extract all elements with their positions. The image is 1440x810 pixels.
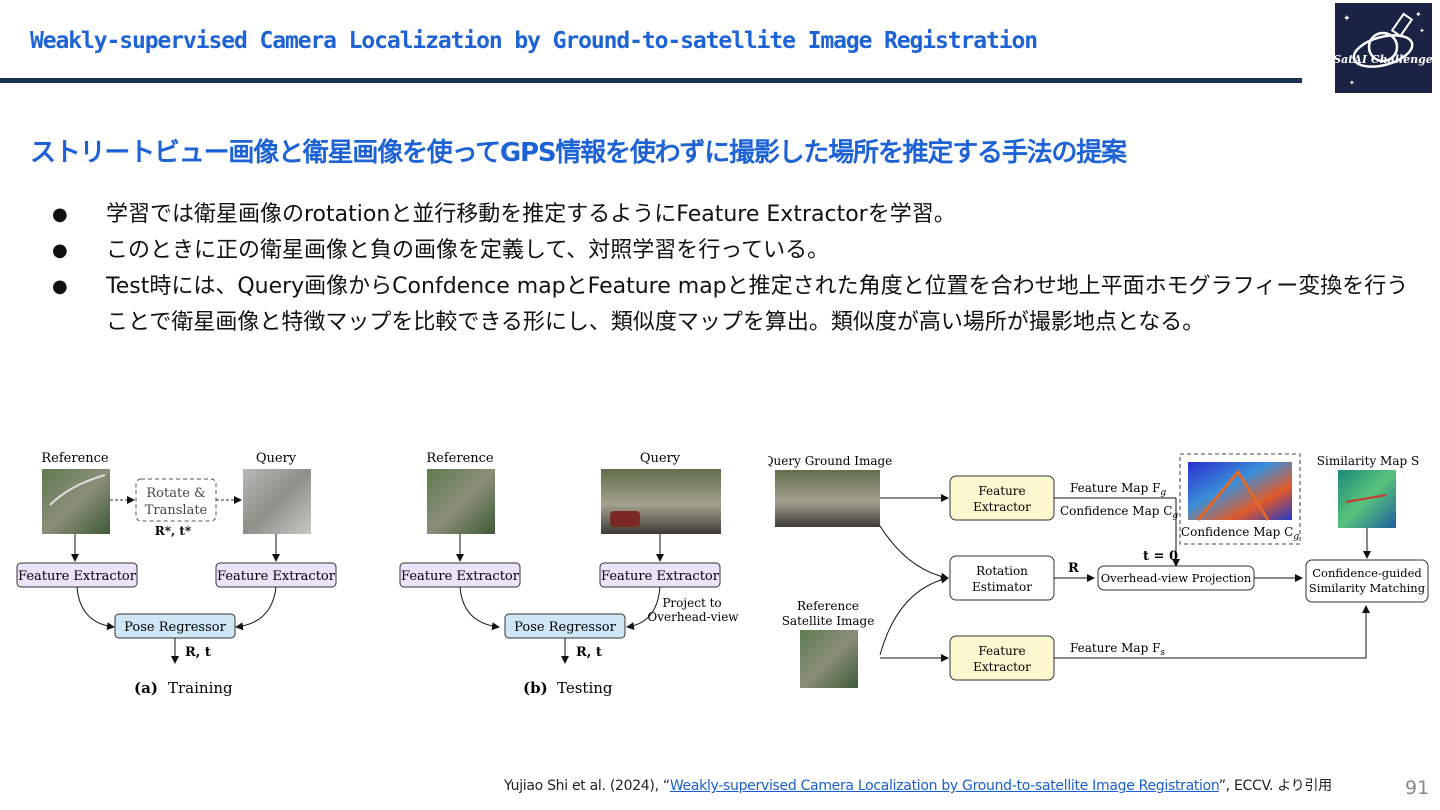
confidence-map-cg-label: Confidence Map Cg xyxy=(1060,504,1178,521)
bullet-dot: ● xyxy=(52,240,68,261)
query-aerial-image xyxy=(243,469,311,534)
bullet-item: ● Test時には、Query画像からConfdence mapとFeature … xyxy=(52,269,1412,341)
similarity-matching-label: Confidence-guided xyxy=(1312,566,1422,580)
overhead-view-label: Overhead-view xyxy=(647,610,739,624)
bullet-dot: ● xyxy=(52,204,68,225)
overhead-projection-label: Overhead-view Projection xyxy=(1101,571,1252,585)
svg-text:✦: ✦ xyxy=(1419,27,1425,35)
bullet-list: ● 学習では衛星画像のrotationと並行移動を推定するようにFeature E… xyxy=(52,197,1412,341)
satai-challenge-logo: ✦ ✦ ✦ ✦ SatAI Challenge xyxy=(1333,3,1433,93)
feature-extractor-label: Extractor xyxy=(973,660,1031,674)
label-reference: Reference xyxy=(797,599,859,613)
figure-training: Reference Query Rotate & Translate R*, t… xyxy=(16,451,337,697)
reference-satellite-image xyxy=(800,630,858,688)
page-number: 91 xyxy=(1405,777,1430,799)
rotate-label: Rotate & xyxy=(146,486,205,501)
reference-aerial-image xyxy=(427,469,495,534)
label-satellite-image: Satellite Image xyxy=(782,614,875,628)
feature-extractor-label: Feature Extractor xyxy=(401,569,520,584)
translate-label: Translate xyxy=(145,503,208,518)
feature-extractor-label: Feature xyxy=(978,644,1025,658)
rotation-estimator-label: Rotation xyxy=(976,564,1028,578)
similarity-matching-label: Similarity Matching xyxy=(1309,581,1426,595)
feature-extractor-label: Feature Extractor xyxy=(18,569,137,584)
caption-testing: Testing xyxy=(557,679,613,697)
bullet-text: 学習では衛星画像のrotationと並行移動を推定するようにFeature Ex… xyxy=(106,202,956,227)
output-rt-label: R, t xyxy=(185,645,211,660)
reference-aerial-image xyxy=(42,469,110,534)
bullet-item: ● このときに正の衛星画像と負の画像を定義して、対照学習を行っている。 xyxy=(52,233,1412,269)
title-divider xyxy=(0,78,1302,83)
slide-title: Weakly-supervised Camera Localization by… xyxy=(30,28,1038,54)
pose-regressor-label: Pose Regressor xyxy=(514,620,616,635)
pose-regressor-label: Pose Regressor xyxy=(124,620,226,635)
label-query: Query xyxy=(640,451,681,466)
project-label: Project to xyxy=(662,596,721,610)
feature-extractor-label: Feature xyxy=(978,484,1025,498)
citation-prefix: Yujiao Shi et al. (2024), “ xyxy=(504,778,670,794)
satellite-logo-icon: ✦ ✦ ✦ ✦ SatAI Challenge xyxy=(1333,10,1433,87)
label-query: Query xyxy=(256,451,297,466)
label-reference: Reference xyxy=(41,451,109,466)
caption-tag: (b) xyxy=(523,679,548,697)
similarity-matching-box xyxy=(1305,559,1429,603)
caption-training: Training xyxy=(168,679,233,697)
figure-testing: Reference Query Feature Extractor Featur… xyxy=(399,451,739,697)
label-reference: Reference xyxy=(426,451,494,466)
paper-link[interactable]: Weakly-supervised Camera Localization by… xyxy=(669,778,1219,794)
slide-subtitle: ストリートビュー画像と衛星画像を使ってGPS情報を使わずに撮影した場所を推定する… xyxy=(30,138,1127,168)
bullet-item: ● 学習では衛星画像のrotationと並行移動を推定するようにFeature E… xyxy=(52,197,1412,233)
citation: Yujiao Shi et al. (2024), “Weakly-superv… xyxy=(504,775,1332,795)
feature-map-fg-label: Feature Map Fg xyxy=(1070,481,1166,498)
figure-pipeline: Query Ground Image Reference Satellite I… xyxy=(768,453,1429,688)
label-query-ground-image: Query Ground Image xyxy=(768,454,892,468)
svg-text:✦: ✦ xyxy=(1415,10,1422,19)
confidence-map-panel xyxy=(1179,453,1301,545)
svg-text:✦: ✦ xyxy=(1343,14,1351,24)
feature-extractor-label: Feature Extractor xyxy=(601,569,720,584)
confidence-map-caption: Confidence Map Cg xyxy=(1181,525,1299,542)
rotation-r-label: R xyxy=(1068,561,1079,576)
svg-text:✦: ✦ xyxy=(1349,79,1355,87)
citation-suffix: ”, ECCV. より引用 xyxy=(1218,778,1332,794)
rotation-estimator-label: Estimator xyxy=(972,580,1032,594)
feature-extractor-label: Feature Extractor xyxy=(217,569,336,584)
caption-tag: (a) xyxy=(134,679,158,697)
feature-map-fs-label: Feature Map Fs xyxy=(1070,641,1165,658)
rt-star-label: R*, t* xyxy=(155,524,192,538)
bullet-dot: ● xyxy=(52,276,68,297)
query-ground-image xyxy=(775,470,880,527)
feature-extractor-label: Extractor xyxy=(973,500,1031,514)
bullet-text: Test時には、Query画像からConfdence mapとFeature m… xyxy=(106,274,1409,335)
similarity-map-label: Similarity Map S xyxy=(1317,454,1419,468)
bullet-text: このときに正の衛星画像と負の画像を定義して、対照学習を行っている。 xyxy=(106,238,830,263)
output-rt-label: R, t xyxy=(576,645,602,660)
logo-text: SatAI Challenge xyxy=(1335,53,1432,66)
t-zero-label: t = 0 xyxy=(1143,549,1178,564)
